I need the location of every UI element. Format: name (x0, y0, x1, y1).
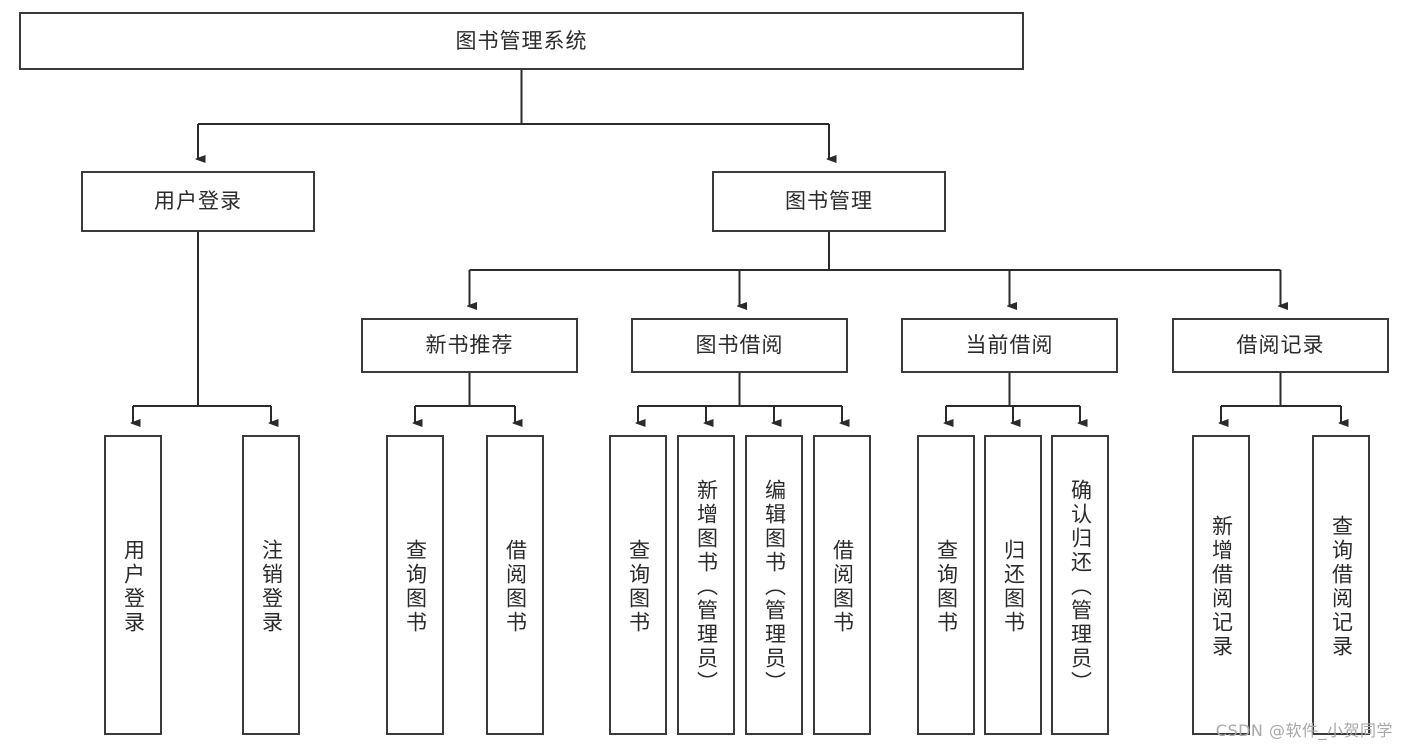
leaf-confirm-return-admin-label: 确认归还（管理员） (1068, 479, 1093, 695)
leaf-edit-book-admin[interactable]: 编辑图书（管理员） (745, 435, 803, 735)
leaf-query-borrow-record-label: 查询借阅记录 (1329, 515, 1354, 659)
leaf-edit-book-admin-label: 编辑图书（管理员） (762, 479, 787, 695)
leaf-user-login-label: 用户登录 (121, 539, 146, 635)
leaf-query-borrow-record[interactable]: 查询借阅记录 (1312, 435, 1370, 735)
node-new-book-recommend-label: 新书推荐 (425, 333, 514, 358)
node-book-borrow[interactable]: 图书借阅 (631, 318, 848, 373)
node-user-login[interactable]: 用户登录 (81, 171, 315, 232)
node-root-label: 图书管理系统 (455, 28, 588, 53)
leaf-borrow-book[interactable]: 借阅图书 (813, 435, 871, 735)
leaf-query-book-borrow-label: 查询图书 (626, 539, 651, 635)
node-root[interactable]: 图书管理系统 (19, 12, 1024, 70)
leaf-return-book-label: 归还图书 (1001, 539, 1026, 635)
node-current-borrow-label: 当前借阅 (965, 333, 1054, 358)
node-user-login-label: 用户登录 (154, 189, 242, 214)
leaf-query-book-newbook-label: 查询图书 (403, 539, 428, 635)
leaf-confirm-return-admin[interactable]: 确认归还（管理员） (1051, 435, 1109, 735)
node-borrow-record[interactable]: 借阅记录 (1172, 318, 1389, 373)
node-borrow-record-label: 借阅记录 (1236, 333, 1325, 358)
node-book-manage[interactable]: 图书管理 (712, 171, 946, 232)
leaf-query-book-current[interactable]: 查询图书 (917, 435, 975, 735)
leaf-return-book[interactable]: 归还图书 (984, 435, 1042, 735)
leaf-borrow-book-label: 借阅图书 (830, 539, 855, 635)
leaf-borrow-book-newbook-label: 借阅图书 (503, 539, 528, 635)
leaf-query-book-borrow[interactable]: 查询图书 (609, 435, 667, 735)
leaf-add-borrow-record-label: 新增借阅记录 (1209, 515, 1234, 659)
node-new-book-recommend[interactable]: 新书推荐 (361, 318, 578, 373)
node-book-borrow-label: 图书借阅 (695, 333, 784, 358)
node-book-manage-label: 图书管理 (785, 189, 873, 214)
leaf-add-borrow-record[interactable]: 新增借阅记录 (1192, 435, 1250, 735)
leaf-logout-label: 注销登录 (259, 539, 284, 635)
leaf-query-book-current-label: 查询图书 (934, 539, 959, 635)
leaf-add-book-admin-label: 新增图书（管理员） (694, 479, 719, 695)
leaf-query-book-newbook[interactable]: 查询图书 (386, 435, 444, 735)
leaf-logout[interactable]: 注销登录 (242, 435, 300, 735)
leaf-user-login[interactable]: 用户登录 (104, 435, 162, 735)
leaf-borrow-book-newbook[interactable]: 借阅图书 (486, 435, 544, 735)
leaf-add-book-admin[interactable]: 新增图书（管理员） (677, 435, 735, 735)
node-current-borrow[interactable]: 当前借阅 (901, 318, 1118, 373)
